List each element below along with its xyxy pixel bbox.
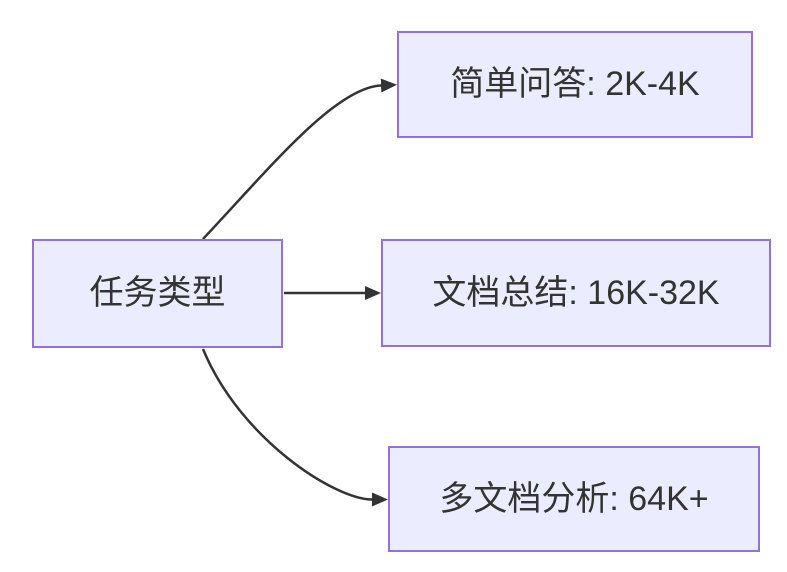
node-multi-doc-label: 多文档分析: 64K+ [439,479,709,518]
node-doc-summary-label: 文档总结: 16K-32K [432,273,720,312]
edge-task-type-to-simple-qa [202,78,397,240]
node-doc-summary: 文档总结: 16K-32K [381,239,771,347]
edge-task-type-to-multi-doc [201,348,388,507]
node-simple-qa: 简单问答: 2K-4K [397,31,753,138]
node-task-type: 任务类型 [32,239,283,348]
node-task-type-label: 任务类型 [89,274,226,313]
node-multi-doc: 多文档分析: 64K+ [388,446,760,552]
node-simple-qa-label: 简单问答: 2K-4K [450,65,700,104]
